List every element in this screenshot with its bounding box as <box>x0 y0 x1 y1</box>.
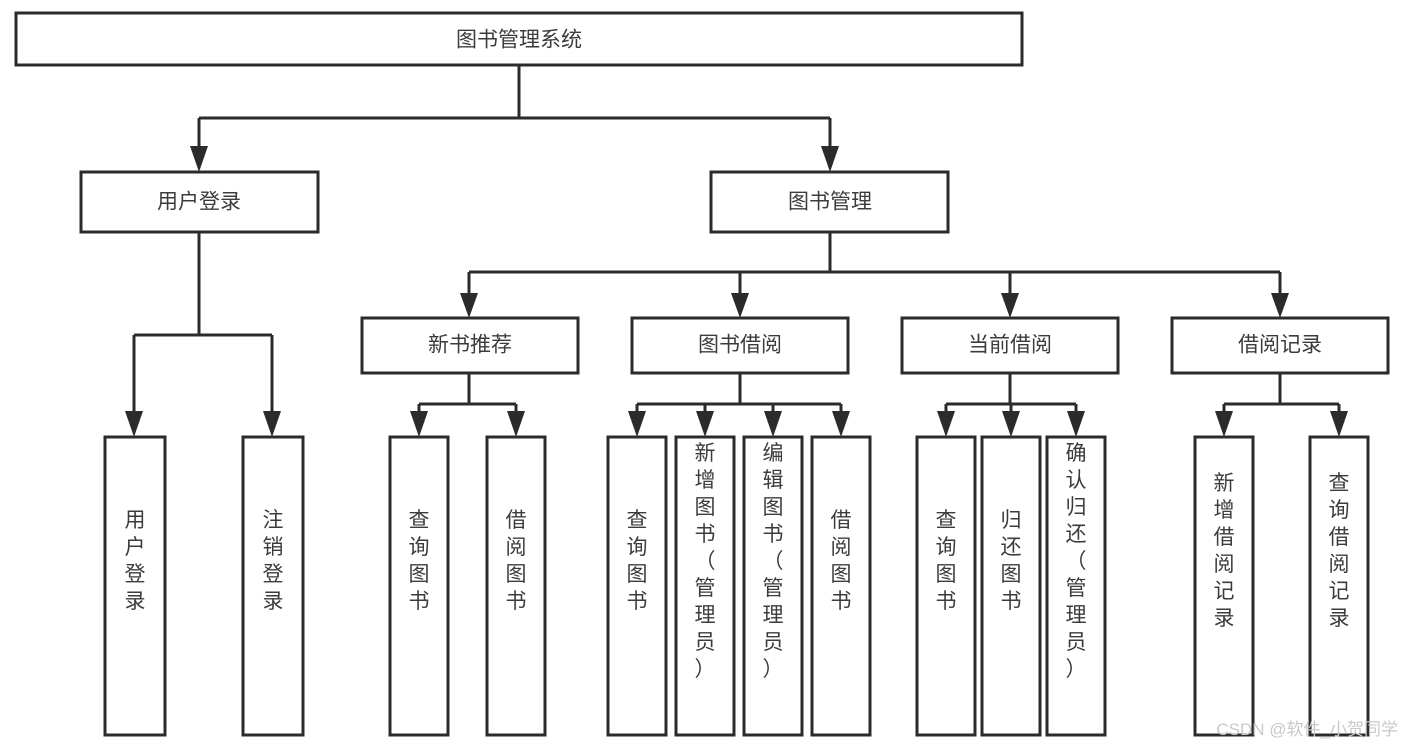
node-leaf-query-book-3[interactable]: 查询图书 <box>915 435 977 737</box>
node-leaf-borrow-book-2[interactable]: 借阅图书 <box>810 435 872 737</box>
node-leaf-query-book-3-label: 查询图书 <box>936 509 957 613</box>
node-leaf-user-login[interactable]: 用户登录 <box>103 435 167 737</box>
node-leaf-add-borrow-record-box[interactable] <box>1193 435 1255 737</box>
node-leaf-return-book-label: 归还图书 <box>1001 509 1022 613</box>
node-borrow-record-label: 借阅记录 <box>1238 334 1322 357</box>
node-leaf-confirm-return-admin[interactable]: 确认归还（管理员） <box>1045 435 1107 737</box>
node-leaf-logout-login-box[interactable] <box>241 435 305 737</box>
arrow-to-leaf-query-book-3 <box>937 411 955 437</box>
arrow-to-leaf-return-book <box>1002 411 1020 437</box>
node-leaf-borrow-book-1[interactable]: 借阅图书 <box>485 435 547 737</box>
node-leaf-query-book-1-label: 查询图书 <box>409 509 430 613</box>
arrow-to-leaf-query-book-2 <box>628 411 646 437</box>
node-leaf-query-borrow-record-label: 查询借阅记录 <box>1329 472 1350 630</box>
csdn-watermark: CSDN @软件_小贺同学 <box>1216 720 1398 739</box>
node-book-management[interactable]: 图书管理 <box>709 170 950 234</box>
arrow-to-current-borrow <box>1001 293 1019 318</box>
arrow-to-leaf-add-borrow-record <box>1215 411 1233 437</box>
arrow-to-borrow-record <box>1271 293 1289 318</box>
node-book-borrow[interactable]: 图书借阅 <box>630 316 850 375</box>
node-leaf-query-borrow-record-box[interactable] <box>1308 435 1370 737</box>
arrow-to-leaf-borrow-book-1 <box>507 411 525 437</box>
node-leaf-add-book-admin-label: 新增图书（管理员） <box>695 442 716 681</box>
node-leaf-borrow-book-2-label: 借阅图书 <box>831 509 852 613</box>
node-current-borrow-label: 当前借阅 <box>968 334 1052 357</box>
node-root-box[interactable] <box>14 11 1024 67</box>
node-new-book-recommend-box[interactable] <box>360 316 580 375</box>
arrow-to-leaf-add-book-admin <box>696 411 714 437</box>
node-leaf-borrow-book-1-box[interactable] <box>485 435 547 737</box>
arrow-to-leaf-user-login <box>125 411 143 437</box>
node-leaf-query-borrow-record[interactable]: 查询借阅记录 <box>1308 435 1370 737</box>
node-leaf-confirm-return-admin-box[interactable] <box>1045 435 1107 737</box>
node-book-borrow-box[interactable] <box>630 316 850 375</box>
node-root-label: 图书管理系统 <box>456 29 582 52</box>
node-leaf-edit-book-admin[interactable]: 编辑图书（管理员） <box>742 435 804 737</box>
arrow-to-leaf-edit-book-admin <box>764 411 782 437</box>
node-leaf-query-book-2-box[interactable] <box>606 435 668 737</box>
node-current-borrow-box[interactable] <box>900 316 1120 375</box>
node-leaf-add-book-admin-box[interactable] <box>674 435 736 737</box>
node-leaf-logout-login-label: 注销登录 <box>263 509 284 613</box>
node-new-book-recommend[interactable]: 新书推荐 <box>360 316 580 375</box>
node-leaf-query-book-1-box[interactable] <box>388 435 450 737</box>
arrow-to-leaf-confirm-return-admin <box>1067 411 1085 437</box>
node-borrow-record[interactable]: 借阅记录 <box>1170 316 1390 375</box>
node-current-borrow[interactable]: 当前借阅 <box>900 316 1120 375</box>
arrow-to-book-borrow <box>731 293 749 318</box>
node-leaf-borrow-book-1-label: 借阅图书 <box>506 509 527 613</box>
node-book-management-box[interactable] <box>709 170 950 234</box>
arrow-to-leaf-query-book-1 <box>410 411 428 437</box>
arrow-root-to-book-management <box>821 146 839 172</box>
node-leaf-logout-login[interactable]: 注销登录 <box>241 435 305 737</box>
arrow-to-new-book-recommend <box>460 293 478 318</box>
node-user-login-label: 用户登录 <box>157 191 241 214</box>
node-leaf-add-book-admin[interactable]: 新增图书（管理员） <box>674 435 736 737</box>
connector-layer <box>125 65 1348 437</box>
node-user-login[interactable]: 用户登录 <box>79 170 320 234</box>
arrow-root-to-user-login <box>190 146 208 172</box>
node-leaf-query-book-2-label: 查询图书 <box>627 509 648 613</box>
node-leaf-return-book[interactable]: 归还图书 <box>980 435 1042 737</box>
node-book-management-label: 图书管理 <box>788 191 872 214</box>
arrow-to-leaf-logout-login <box>263 411 281 437</box>
node-leaf-add-borrow-record[interactable]: 新增借阅记录 <box>1193 435 1255 737</box>
node-borrow-record-box[interactable] <box>1170 316 1390 375</box>
node-leaf-borrow-book-2-box[interactable] <box>810 435 872 737</box>
node-leaf-return-book-box[interactable] <box>980 435 1042 737</box>
node-leaf-user-login-label: 用户登录 <box>125 509 146 613</box>
node-leaf-user-login-box[interactable] <box>103 435 167 737</box>
arrow-to-leaf-borrow-book-2 <box>832 411 850 437</box>
node-leaf-add-borrow-record-label: 新增借阅记录 <box>1214 472 1235 630</box>
arrow-to-leaf-query-borrow-record <box>1330 411 1348 437</box>
node-book-borrow-label: 图书借阅 <box>698 334 782 357</box>
node-user-login-box[interactable] <box>79 170 320 234</box>
node-new-book-recommend-label: 新书推荐 <box>428 334 512 357</box>
node-leaf-edit-book-admin-box[interactable] <box>742 435 804 737</box>
node-leaf-confirm-return-admin-label: 确认归还（管理员） <box>1066 442 1087 681</box>
node-leaf-edit-book-admin-label: 编辑图书（管理员） <box>763 442 784 681</box>
node-root[interactable]: 图书管理系统 <box>14 11 1024 67</box>
node-leaf-query-book-2[interactable]: 查询图书 <box>606 435 668 737</box>
node-leaf-query-book-1[interactable]: 查询图书 <box>388 435 450 737</box>
node-leaf-query-book-3-box[interactable] <box>915 435 977 737</box>
